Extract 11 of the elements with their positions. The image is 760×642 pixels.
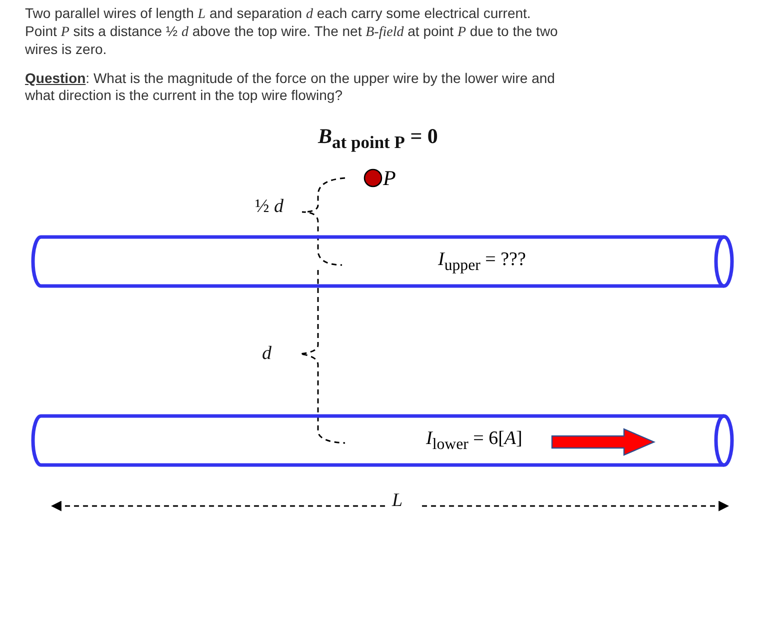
field-equation: B$_{at point P}$ = 0 [318, 124, 438, 154]
upper-wire [30, 235, 735, 288]
problem-statement: Two parallel wires of length L and separation d each carry some electrical current. Point P sits a distance ½ d above the top wire. The net B-field at point P due to the two wires is zero. [25, 5, 559, 58]
lower-wire [30, 414, 735, 467]
current-label: I$_{lower}$ = 6[A] [426, 428, 522, 454]
half-distance-label: ½ d [255, 196, 284, 218]
current-label: I$_{upper}$ = ??? [438, 249, 526, 275]
distance-label: d [262, 343, 272, 365]
length-label: L [392, 490, 403, 512]
point-label: P [383, 166, 396, 191]
question-text: Question: What is the magnitude of the force on the upper wire by the lower wire and what direction is the current in the top wire flowing? [25, 70, 556, 104]
